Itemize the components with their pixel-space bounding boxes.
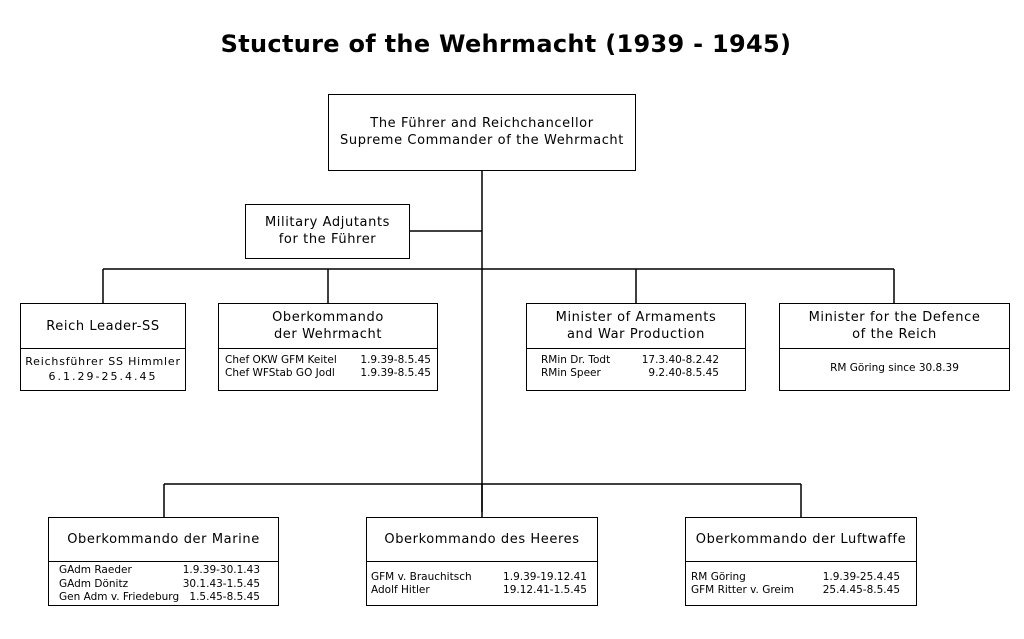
reich-leader-ss-box: Reich Leader-SS Reichsführer SS Himmler … (20, 303, 186, 391)
marine-row: Gen Adm v. Friedeburg 1.5.45-8.5.45 (59, 591, 260, 605)
armaments-header-line1: Minister of Armaments (555, 310, 717, 325)
luftwaffe-row: GFM Ritter v. Greim 25.4.45-8.5.45 (691, 584, 900, 597)
luftwaffe-row: RM Göring 1.9.39-25.4.45 (691, 571, 900, 584)
marine-row-dates: 1.5.45-8.5.45 (189, 591, 260, 603)
okw-box: Oberkommando der Wehrmacht Chef OKW GFM … (218, 303, 438, 391)
heeres-row: GFM v. Brauchitsch 1.9.39-19.12.41 (371, 571, 587, 584)
okw-row-dates: 1.9.39-8.5.45 (360, 367, 431, 379)
marine-row: GAdm Raeder 1.9.39-30.1.43 (59, 564, 260, 578)
fuehrer-line1: The Führer and Reichchancellor (370, 116, 594, 131)
okw-row-name: Chef OKW GFM Keitel (225, 354, 337, 366)
defence-header-line1: Minister for the Defence (808, 310, 981, 325)
heeres-header: Oberkommando des Heeres (384, 532, 580, 547)
armaments-row-name: RMin Dr. Todt (541, 354, 611, 366)
marine-row: GAdm Dönitz 30.1.43-1.5.45 (59, 578, 260, 592)
chart-title: Stucture of the Wehrmacht (1939 - 1945) (220, 30, 792, 58)
marine-row-dates: 1.9.39-30.1.43 (182, 564, 260, 576)
marine-row-name: Gen Adm v. Friedeburg (59, 591, 180, 603)
armaments-header-line2: and War Production (566, 327, 706, 342)
okw-row: Chef OKW GFM Keitel 1.9.39-8.5.45 (225, 354, 431, 367)
marine-header: Oberkommando der Marine (67, 532, 260, 547)
marine-row-name: GAdm Dönitz (59, 577, 129, 590)
adjutants-line2: for the Führer (278, 232, 377, 247)
defence-header-line2: of the Reich (852, 327, 937, 342)
reich-leader-ss-line1: Reichsführer SS Himmler (25, 355, 181, 368)
okw-header-line1: Oberkommando (272, 310, 384, 325)
marine-row-name: GAdm Raeder (59, 564, 132, 576)
okw-header-line2: der Wehrmacht (273, 327, 383, 342)
luftwaffe-row-dates: 25.4.45-8.5.45 (822, 584, 900, 596)
luftwaffe-row-name: RM Göring (691, 571, 746, 583)
adjutants-box: Military Adjutants for the Führer (245, 204, 410, 259)
okw-row-dates: 1.9.39-8.5.45 (360, 354, 431, 366)
armaments-row-dates: 9.2.40-8.5.45 (648, 367, 719, 379)
heeres-box: Oberkommando des Heeres GFM v. Brauchits… (366, 517, 598, 606)
marine-box: Oberkommando der Marine GAdm Raeder 1.9.… (48, 517, 279, 606)
defence-box: Minister for the Defence of the Reich RM… (779, 303, 1010, 391)
armaments-box: Minister of Armaments and War Production… (526, 303, 746, 391)
luftwaffe-header: Oberkommando der Luftwaffe (695, 532, 907, 547)
fuehrer-box: The Führer and Reichchancellor Supreme C… (328, 94, 636, 171)
luftwaffe-row-dates: 1.9.39-25.4.45 (822, 571, 900, 583)
defence-text: RM Göring since 30.8.39 (830, 362, 959, 374)
okw-row-name: Chef WFStab GO Jodl (225, 367, 335, 379)
luftwaffe-row-name: GFM Ritter v. Greim (691, 584, 795, 596)
heeres-row-name: GFM v. Brauchitsch (371, 571, 472, 583)
reich-leader-ss-header: Reich Leader-SS (46, 318, 160, 334)
reich-leader-ss-line2: 6.1.29-25.4.45 (48, 370, 158, 383)
heeres-row-dates: 1.9.39-19.12.41 (503, 571, 587, 583)
heeres-row-name: Adolf Hitler (371, 584, 430, 596)
armaments-row-dates: 17.3.40-8.2.42 (641, 354, 719, 366)
armaments-row: RMin Dr. Todt 17.3.40-8.2.42 (541, 354, 719, 367)
okw-row: Chef WFStab GO Jodl 1.9.39-8.5.45 (225, 367, 431, 380)
marine-row-dates: 30.1.43-1.5.45 (182, 577, 260, 590)
heeres-row: Adolf Hitler 19.12.41-1.5.45 (371, 584, 587, 597)
armaments-row-name: RMin Speer (541, 367, 601, 379)
armaments-row: RMin Speer 9.2.40-8.5.45 (541, 367, 719, 380)
heeres-row-dates: 19.12.41-1.5.45 (503, 584, 587, 596)
adjutants-line1: Military Adjutants (264, 215, 391, 230)
luftwaffe-box: Oberkommando der Luftwaffe RM Göring 1.9… (685, 517, 917, 606)
fuehrer-line2: Supreme Commander of the Wehrmacht (340, 133, 624, 148)
